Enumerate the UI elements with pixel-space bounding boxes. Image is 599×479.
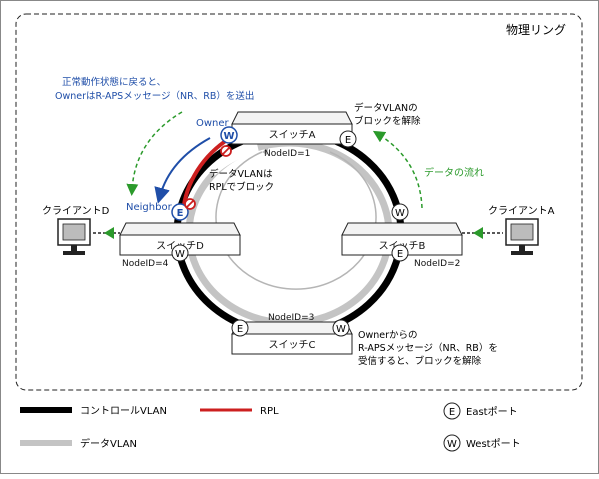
port-c-west[interactable]: W [332,319,350,337]
port-c-east[interactable]: E [231,319,249,337]
legend: コントロールVLAN RPL データVLAN E Eastポート W Westポ… [20,402,521,452]
rpl-block-line1: データVLANは [209,168,273,180]
client-d-label: クライアントD [42,205,110,217]
port-d-east[interactable]: E [171,203,189,221]
legend-west-icon [443,434,461,452]
block-marker-owner [220,145,232,157]
data-vlan-blocked-gap [208,143,260,176]
neighbor-label: Neighbor [126,202,173,213]
legend-east-icon [443,402,461,420]
switch-a-label: スイッチA [269,129,316,141]
svg-text:E: E [177,208,184,219]
svg-text:W: W [175,249,185,260]
port-b-west[interactable]: W [391,203,409,221]
legend-data-label: データVLAN [80,437,137,450]
data-path-arrowhead [262,148,268,155]
unblock-line1: データVLANの [354,102,418,114]
svg-text:W: W [395,208,405,219]
switch-c[interactable]: スイッチC [231,321,353,355]
client-d-monitor-icon[interactable] [57,218,91,255]
owner-msg-line1: 正常動作状態に戻ると、 [62,76,166,88]
diagram-title: 物理リング [506,23,566,37]
switch-a[interactable]: スイッチA [231,111,353,145]
svg-text:W: W [447,439,457,450]
client-a-label: クライアントA [488,205,555,217]
port-a-west[interactable]: W [220,126,238,144]
svg-text:E: E [449,407,455,418]
switch-c-nodeid: NodeID=3 [268,313,314,323]
port-d-west[interactable]: W [171,244,189,262]
rpl-block-line2: RPLでブロック [209,181,274,193]
port-b-east[interactable]: E [391,244,409,262]
svg-text:W: W [336,324,346,335]
svg-text:W: W [223,131,234,142]
unblock-line2: ブロックを解除 [354,115,421,127]
data-flow-label: データの流れ [424,166,484,179]
switch-b-nodeid: NodeID=2 [414,259,460,269]
data-flow-arrow [372,130,423,209]
switch-a-nodeid: NodeID=1 [264,149,310,159]
switch-c-label: スイッチC [269,339,316,351]
owner-msg-line2: OwnerはR-APSメッセージ（NR、RB）を送出 [55,90,254,102]
svg-text:E: E [237,324,243,335]
legend-west-label: Westポート [466,438,521,450]
legend-rpl-label: RPL [260,406,279,417]
legend-control-label: コントロールVLAN [80,406,167,417]
physical-ring-box [15,13,583,391]
block-marker-neighbor [184,198,196,210]
svg-text:E: E [345,135,351,146]
legend-east-label: Eastポート [466,406,518,418]
client-a-arrow [473,227,483,239]
owner-to-neighbor-arrow [154,137,211,204]
svg-text:E: E [397,249,403,260]
switch-d-nodeid: NodeID=4 [122,259,169,269]
port-a-east[interactable]: E [339,130,357,148]
client-a-monitor-icon[interactable] [505,218,539,255]
receive-line3: 受信すると、ブロックを解除 [358,355,482,367]
receive-line2: R-APSメッセージ（NR、RB）を [358,342,498,354]
owner-label: Owner [196,118,230,129]
receive-line1: Ownerからの [358,330,418,341]
raps-message-arrow [126,111,183,196]
client-d-arrow [104,227,114,239]
data-path-inner [215,151,377,290]
